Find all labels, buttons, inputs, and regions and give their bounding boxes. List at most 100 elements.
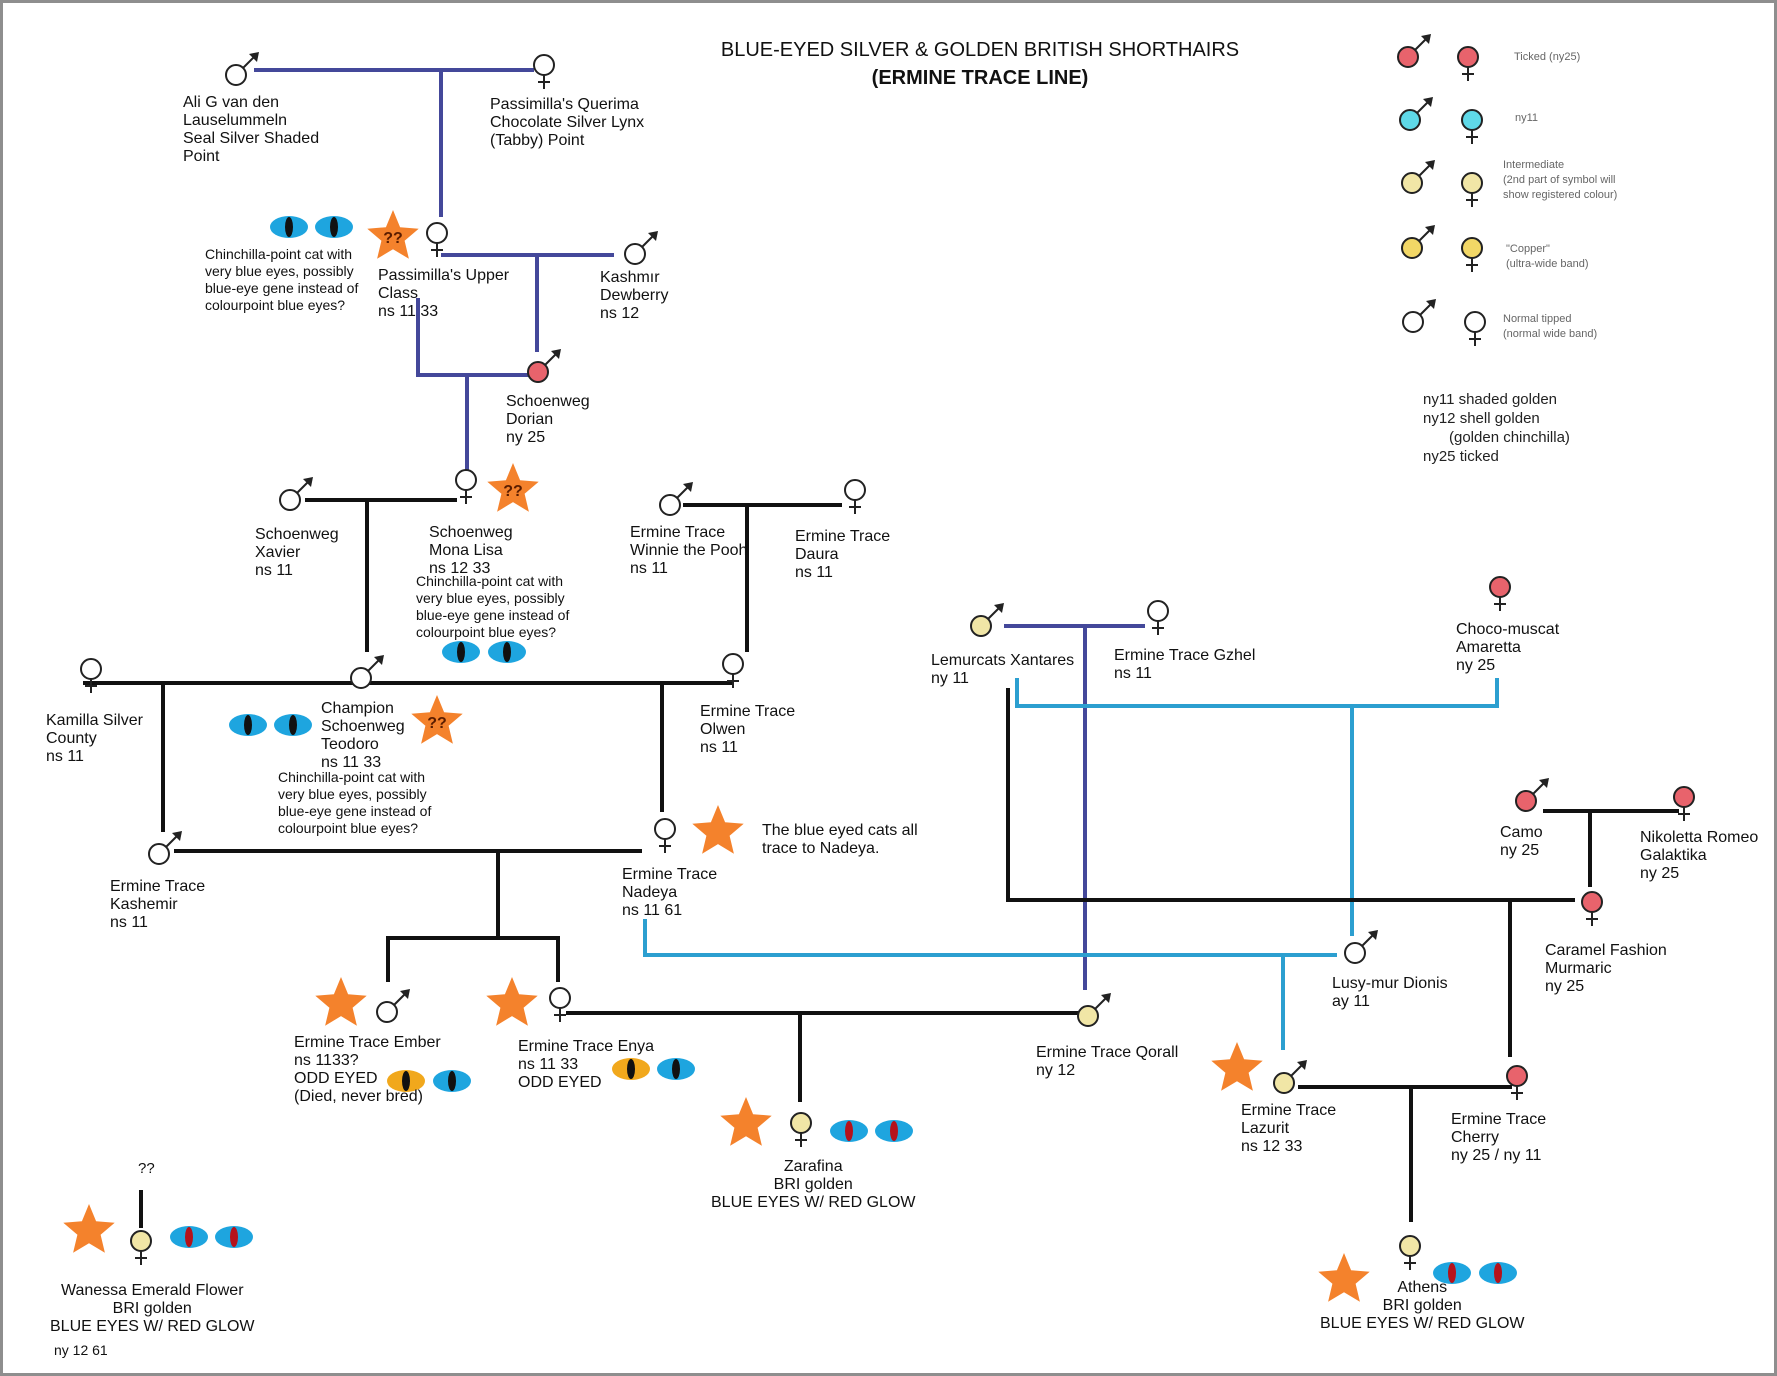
kashemir-label-line: Ermine Trace [110, 878, 206, 895]
unknown-mark: ?? [503, 483, 523, 500]
kashemir-symbol [148, 831, 182, 865]
lazurit-symbol [1273, 1060, 1307, 1094]
olwen-label-line: Olwen [700, 721, 746, 738]
unknown-mark: ?? [427, 715, 447, 732]
xavier-symbol [279, 477, 313, 511]
lazurit-label-line: Ermine Trace [1241, 1102, 1337, 1119]
monalisa-label-line: ns 12 33 [429, 560, 491, 577]
dewberry-label-line: Kashmır [600, 269, 660, 286]
legend-label: Normal tipped (normal wide band) [1503, 313, 1598, 340]
legend-intermediate-female-icon [1461, 172, 1483, 207]
murmaric-symbol [1581, 891, 1603, 926]
kamilla-label-line: ns 11 [46, 748, 84, 765]
unknown-mark: ?? [383, 230, 403, 247]
chinchilla-note-line: colourpoint blue eyes? [416, 624, 557, 640]
legend-label: Intermediate (2nd part of symbol will sh… [1503, 159, 1618, 201]
dorian-symbol [527, 349, 561, 383]
camo-label-line: ny 25 [1500, 842, 1540, 859]
athens-label-line: BLUE EYES W/ RED GLOW [1320, 1315, 1525, 1332]
querima-label-line: (Tabby) Point [490, 132, 585, 149]
monalisa-label-line: Mona Lisa [429, 542, 503, 559]
amber-eye-icon [387, 1070, 425, 1092]
chinchilla-note-line: very blue eyes, possibly [416, 590, 565, 606]
teodoro-label-line: Schoenweg [321, 718, 405, 735]
kashemir-label-line: ns 11 [110, 914, 148, 931]
title-line-1: BLUE-EYED SILVER & GOLDEN BRITISH SHORTH… [720, 39, 1240, 61]
dorian-label-line: Schoenweg [506, 393, 590, 410]
winnie-label-line: Ermine Trace [630, 524, 726, 541]
teodoro-star-icon: ?? [411, 695, 463, 744]
kamilla-symbol [80, 658, 102, 693]
ember-label-line: ODD EYED [294, 1070, 378, 1087]
blue-eye-icon [657, 1058, 695, 1080]
wanessa-unknown-parent: ?? [138, 1160, 155, 1177]
cherry-label-line: ny 25 / ny 11 [1451, 1147, 1542, 1164]
red-glow-eye-icon [170, 1226, 208, 1248]
blue-eye-icon [274, 714, 312, 736]
blue-eyed-note-line: The blue eyed cats all [762, 822, 918, 839]
querima-label: Passimilla's Querima Chocolate Silver Ly… [490, 96, 644, 150]
xavier-label-line: Schoenweg [255, 526, 339, 543]
nikoletta-label-line: Nikoletta Romeo [1640, 829, 1759, 846]
kamilla-label-line: County [46, 730, 97, 747]
nadeya-label-line: Ermine Trace [622, 866, 718, 883]
querima-symbol [533, 54, 555, 89]
nikoletta-label-line: Galaktika [1640, 847, 1707, 864]
legend-label: "Copper" (ultra-wide band) [1506, 243, 1589, 270]
dionis-symbol [1344, 930, 1378, 964]
gzhel-symbol [1147, 600, 1169, 635]
xantares-label-line: ny 11 [931, 670, 969, 687]
ember-symbol [376, 989, 410, 1023]
kamilla-label-line: Kamilla Silver [46, 712, 143, 729]
qorall-label-line: ny 12 [1036, 1062, 1076, 1079]
wanessa-registration: ny 12 61 [54, 1342, 108, 1358]
upperclass-symbol [426, 222, 448, 257]
nadeya-label-line: ns 11 61 [622, 902, 683, 919]
winnie-label-line: Winnie the Pooh [630, 542, 748, 559]
cherry-label-line: Cherry [1451, 1129, 1500, 1146]
enya-label-line: ns 11 33 [518, 1056, 579, 1073]
qorall-label-line: Ermine Trace Qorall [1036, 1044, 1179, 1061]
blue-eye-icon [270, 216, 308, 238]
legend-normal-female-icon [1464, 311, 1486, 346]
monalisa-star-icon: ?? [487, 463, 539, 512]
dorian-label-line: Dorian [506, 411, 554, 428]
dewberry-label-line: ns 12 [600, 305, 640, 322]
ember-star-icon [315, 977, 367, 1026]
xavier-label-line: Xavier [255, 544, 301, 561]
enya-star-icon [486, 977, 538, 1026]
daura-symbol [844, 479, 866, 514]
enya-label-line: Ermine Trace Enya [518, 1038, 655, 1055]
upperclass-label-line: Passimilla's Upper [378, 267, 510, 284]
red-glow-eye-icon [1433, 1262, 1471, 1284]
nikoletta-label-line: ny 25 [1640, 865, 1680, 882]
blue-eye-icon [315, 216, 353, 238]
legend-ny11-female-icon [1461, 109, 1483, 144]
nikoletta-symbol [1673, 786, 1695, 821]
teodoro-label-line: ns 11 33 [321, 754, 382, 771]
legend-label: Ticked (ny25) [1514, 51, 1581, 63]
winnie-label-line: ns 11 [630, 560, 668, 577]
teodoro-symbol [350, 655, 384, 689]
chinchilla-note-line: Chinchilla-point cat with [278, 769, 426, 785]
kashemir-label-line: Kashemir [110, 896, 178, 913]
wanessa-label-line: BRI golden [112, 1300, 192, 1317]
dionis-label-line: Lusy-mur Dionis [1332, 975, 1448, 992]
dorian-label-line: ny 25 [506, 429, 546, 446]
xavier-label-line: ns 11 [255, 562, 293, 579]
wanessa-symbol [130, 1230, 152, 1265]
